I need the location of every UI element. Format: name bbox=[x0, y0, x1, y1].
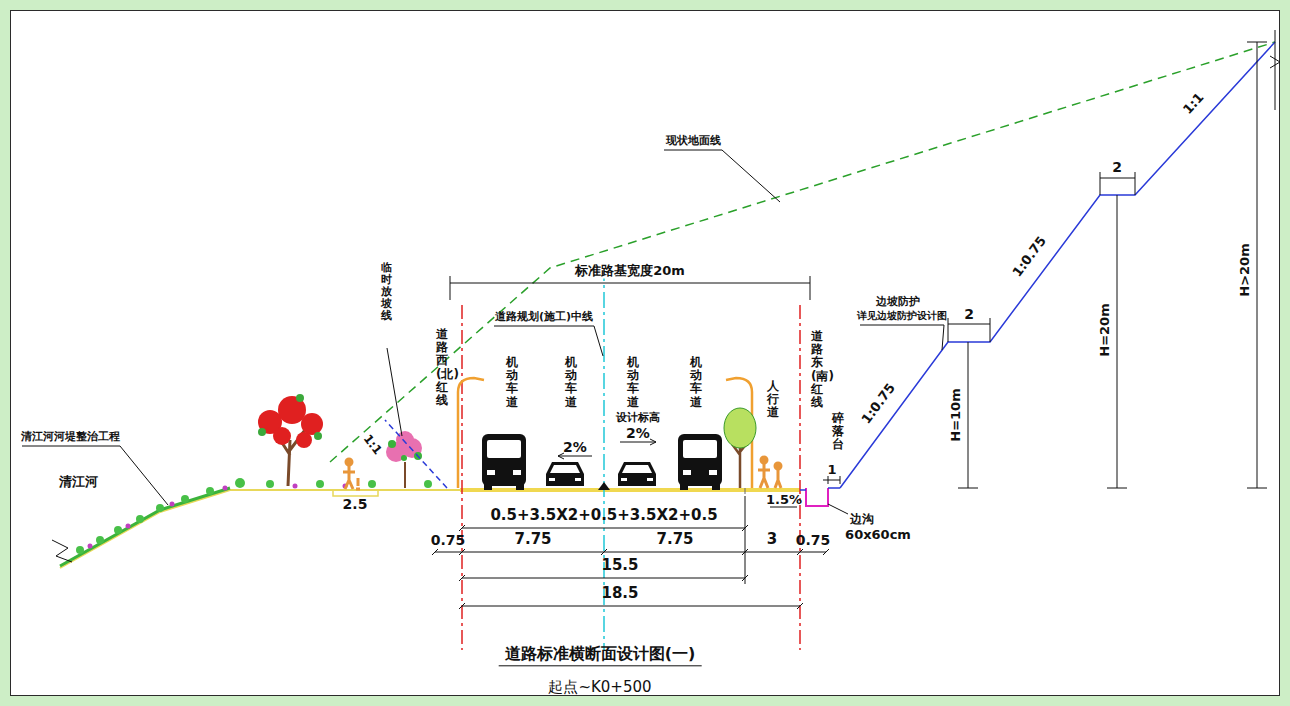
lane-label: 机动车道 bbox=[565, 356, 577, 409]
dimension: 15.5 bbox=[601, 557, 638, 574]
centerline-note: 道路规划(施工)中线 bbox=[495, 311, 593, 324]
cross-slope: 2% bbox=[563, 439, 587, 455]
cross-slope: 1.5% bbox=[766, 493, 802, 508]
width-dimension: 标准路基宽度20m bbox=[573, 264, 687, 279]
dimension: 2.5 bbox=[343, 496, 368, 512]
lane-label: 机动车道 bbox=[690, 356, 702, 409]
dimension: 0.75 bbox=[796, 532, 831, 548]
height-dimension: H=20m bbox=[1098, 303, 1113, 356]
river-name: 清江河 bbox=[59, 475, 98, 490]
red-line-label: 道路西(北)红线 bbox=[436, 328, 448, 407]
slope-ratio: 1:1 bbox=[1181, 90, 1208, 117]
dimension: 3 bbox=[767, 531, 777, 548]
dimension: 1 bbox=[827, 463, 836, 478]
slope-ratio: 1:0.75 bbox=[859, 381, 899, 427]
slope-ratio: 1:0.75 bbox=[1010, 234, 1050, 280]
dimension: 18.5 bbox=[601, 585, 638, 602]
cross-slope: 2% bbox=[626, 425, 650, 441]
dimension: 7.75 bbox=[656, 531, 693, 548]
dimension: 2 bbox=[964, 306, 974, 322]
height-dimension: H=10m bbox=[949, 388, 964, 441]
design-level: 设计标高 bbox=[616, 412, 660, 425]
ground-line-note: 现状地面线 bbox=[666, 135, 721, 148]
dimension: 7.75 bbox=[514, 531, 551, 548]
lane-label: 机动车道 bbox=[627, 356, 639, 409]
height-dimension: H>20m bbox=[1238, 243, 1253, 296]
dimension: 2 bbox=[1112, 159, 1122, 175]
slope-protection-note: 详见边坡防护设计图 bbox=[857, 310, 947, 322]
berm-label: 碎落台 bbox=[832, 412, 844, 452]
sidewalk-label: 人行道 bbox=[767, 380, 779, 420]
ditch-label: 边沟 bbox=[850, 513, 874, 527]
slope-line-note: 临时放坡线 bbox=[381, 262, 392, 322]
dimension: 0.75 bbox=[431, 532, 466, 548]
embankment-note: 清江河河堤整治工程 bbox=[21, 431, 120, 444]
ditch-size: 60x60cm bbox=[845, 528, 911, 543]
drawing-caption: 起点~K0+500 bbox=[548, 679, 651, 696]
drawing-title: 道路标准横断面设计图(一) bbox=[499, 645, 702, 666]
dimension: 0.5+3.5X2+0.5+3.5X2+0.5 bbox=[490, 507, 717, 524]
slope-ratio: 1:1 bbox=[360, 432, 384, 457]
lane-label: 机动车道 bbox=[506, 356, 518, 409]
red-line-label: 道路东(南)红线 bbox=[811, 330, 823, 409]
drawing-frame bbox=[10, 10, 1280, 696]
slope-protection-note: 边坡防护 bbox=[876, 296, 920, 309]
